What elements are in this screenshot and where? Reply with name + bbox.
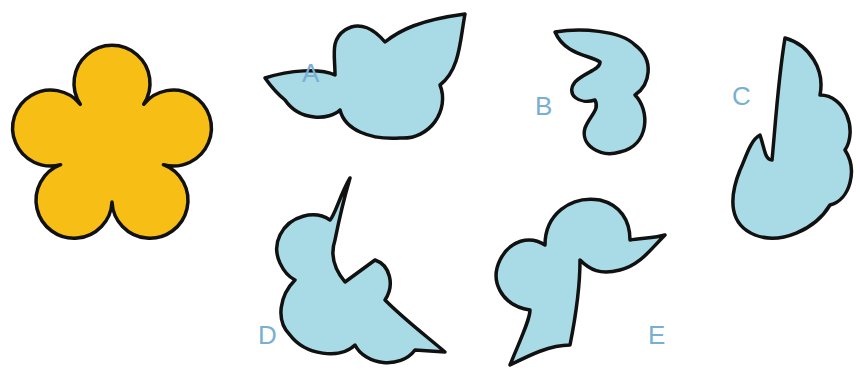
piece-letter: C <box>732 83 751 109</box>
piece-shape <box>496 199 665 365</box>
piece-letter: D <box>258 322 277 348</box>
piece-shape <box>555 30 648 153</box>
piece-letter: E <box>648 322 665 348</box>
piece-letter: A <box>302 60 319 86</box>
piece-shape <box>733 38 851 238</box>
flower-shape <box>13 45 212 238</box>
piece-shape <box>277 178 445 363</box>
piece-letter: B <box>535 93 552 119</box>
piece-shape <box>265 14 465 138</box>
